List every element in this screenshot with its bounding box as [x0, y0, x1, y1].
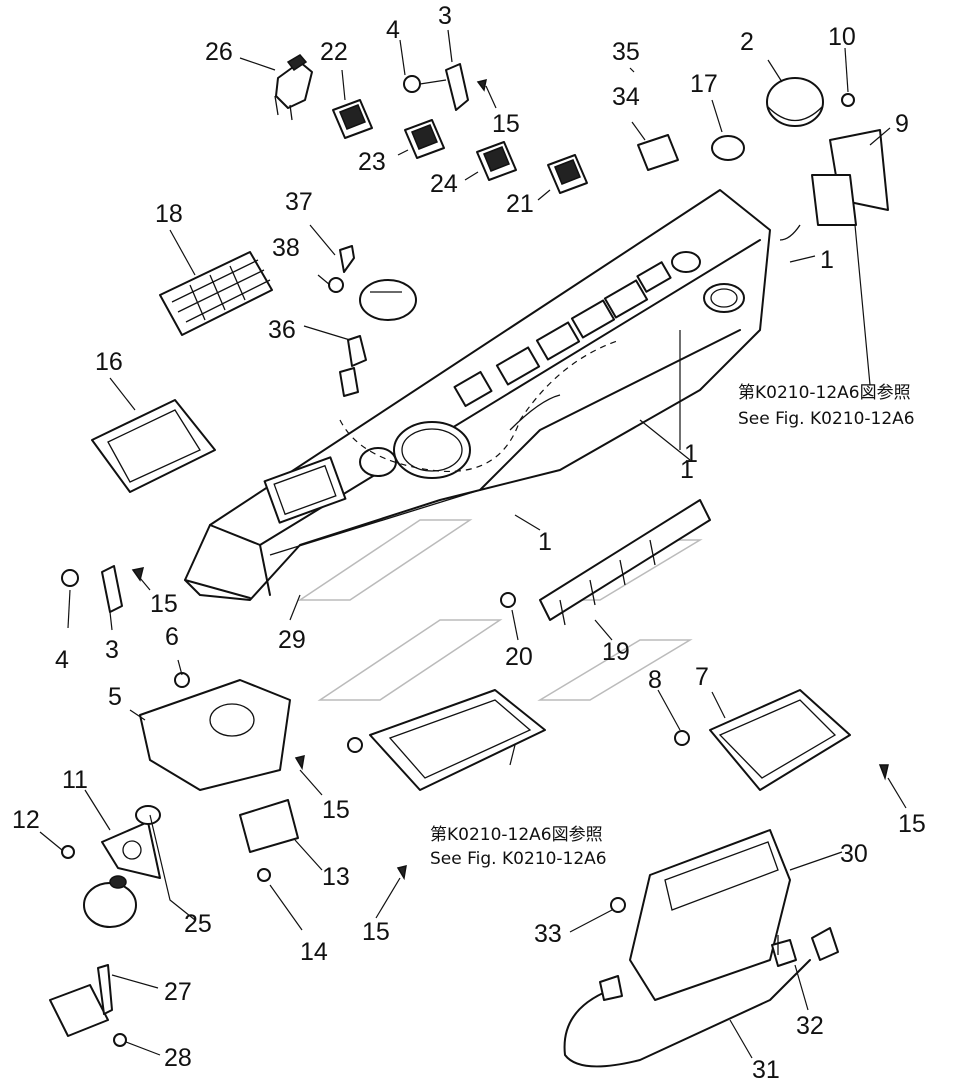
callout-18: 18 [155, 200, 183, 228]
callout-1-d: 1 [538, 528, 552, 556]
callout-33: 33 [534, 920, 562, 948]
callout-16: 16 [95, 348, 123, 376]
callout-29: 29 [278, 626, 306, 654]
callout-24: 24 [430, 170, 458, 198]
callout-34: 34 [612, 83, 640, 111]
part-19-harness [500, 499, 711, 626]
part-26-switch [274, 54, 313, 121]
callout-23: 23 [358, 148, 386, 176]
callout-27: 27 [164, 978, 192, 1006]
part-5-plate [139, 672, 291, 791]
part-mount-plate-center [347, 689, 546, 791]
callout-15-bottom: 15 [362, 918, 390, 946]
callout-4: 4 [386, 16, 400, 44]
callout-38: 38 [272, 234, 300, 262]
part-13-cover [239, 799, 299, 882]
callout-1-a: 1 [820, 246, 834, 274]
callout-15-top: 15 [492, 110, 520, 138]
part-3-clip-left [61, 565, 145, 613]
part-22-switch [332, 99, 373, 139]
callout-2: 2 [740, 28, 754, 56]
callout-11: 11 [62, 766, 88, 794]
callout-13: 13 [322, 863, 350, 891]
callout-22: 22 [320, 38, 348, 66]
reference-jp: 第K0210-12A6図参照 [738, 383, 911, 403]
reference-en: See Fig. K0210-12A6 [430, 849, 607, 869]
callout-1-b: 1 [680, 456, 694, 484]
callout-32: 32 [796, 1012, 824, 1040]
callout-15-mid: 15 [322, 796, 350, 824]
part-2-cap [766, 77, 824, 127]
callout-5: 5 [108, 683, 122, 711]
callout-8: 8 [648, 666, 662, 694]
part-30-controller [610, 829, 791, 1001]
callout-31: 31 [752, 1056, 780, 1084]
callout-14: 14 [300, 938, 328, 966]
part-9-bracket [779, 129, 889, 241]
part-34-cap [637, 134, 679, 171]
fastener-15-set [294, 754, 407, 881]
reference-en: See Fig. K0210-12A6 [738, 409, 915, 429]
callout-6: 6 [165, 623, 179, 651]
part-11-bracket [61, 805, 161, 879]
part-7-plate [674, 689, 889, 791]
part-27-cover [49, 964, 127, 1047]
callout-3: 3 [438, 2, 452, 30]
leader-lines [39, 29, 907, 1059]
figure-reference-upper: 第K0210-12A6図参照 See Fig. K0210-12A6 [738, 383, 915, 429]
part-3-clip-top [403, 63, 487, 111]
callout-3-left: 3 [105, 636, 119, 664]
part-32-connector [771, 927, 839, 967]
part-24-switch [476, 141, 517, 181]
callout-37: 37 [285, 188, 313, 216]
callout-19: 19 [602, 638, 630, 666]
part-18-grille [159, 251, 273, 336]
callout-15-right: 15 [898, 810, 926, 838]
part-10-screw [841, 93, 855, 107]
callout-28: 28 [164, 1044, 192, 1072]
part-36-knob [339, 279, 417, 397]
callout-labels: 26 22 4 3 35 34 17 2 10 9 15 23 24 21 1 … [12, 2, 926, 1084]
part-31-cable [563, 959, 811, 1068]
callout-4-left: 4 [55, 646, 69, 674]
callout-17: 17 [690, 70, 718, 98]
figure-reference-lower: 第K0210-12A6図参照 See Fig. K0210-12A6 [430, 825, 607, 869]
callout-1-c: 1 [684, 440, 698, 468]
part-25-switch [83, 875, 137, 928]
part-38-washer [328, 277, 344, 293]
callout-30: 30 [840, 840, 868, 868]
callout-9: 9 [895, 110, 909, 138]
callout-35: 35 [612, 38, 640, 66]
callout-20: 20 [505, 643, 533, 671]
callout-10: 10 [828, 23, 856, 51]
callout-7: 7 [695, 663, 709, 691]
part-37-bolt [339, 245, 355, 273]
console-body [184, 189, 771, 601]
reference-jp: 第K0210-12A6図参照 [430, 825, 603, 845]
part-17-cap [711, 135, 745, 161]
part-23-switch [404, 119, 445, 159]
callout-25: 25 [184, 910, 212, 938]
callout-21: 21 [506, 190, 534, 218]
callout-12: 12 [12, 806, 40, 834]
part-21-switch [547, 154, 588, 194]
callout-15-left: 15 [150, 590, 178, 618]
callout-36: 36 [268, 316, 296, 344]
part-16-gasket [91, 399, 216, 493]
callout-26: 26 [205, 38, 233, 66]
